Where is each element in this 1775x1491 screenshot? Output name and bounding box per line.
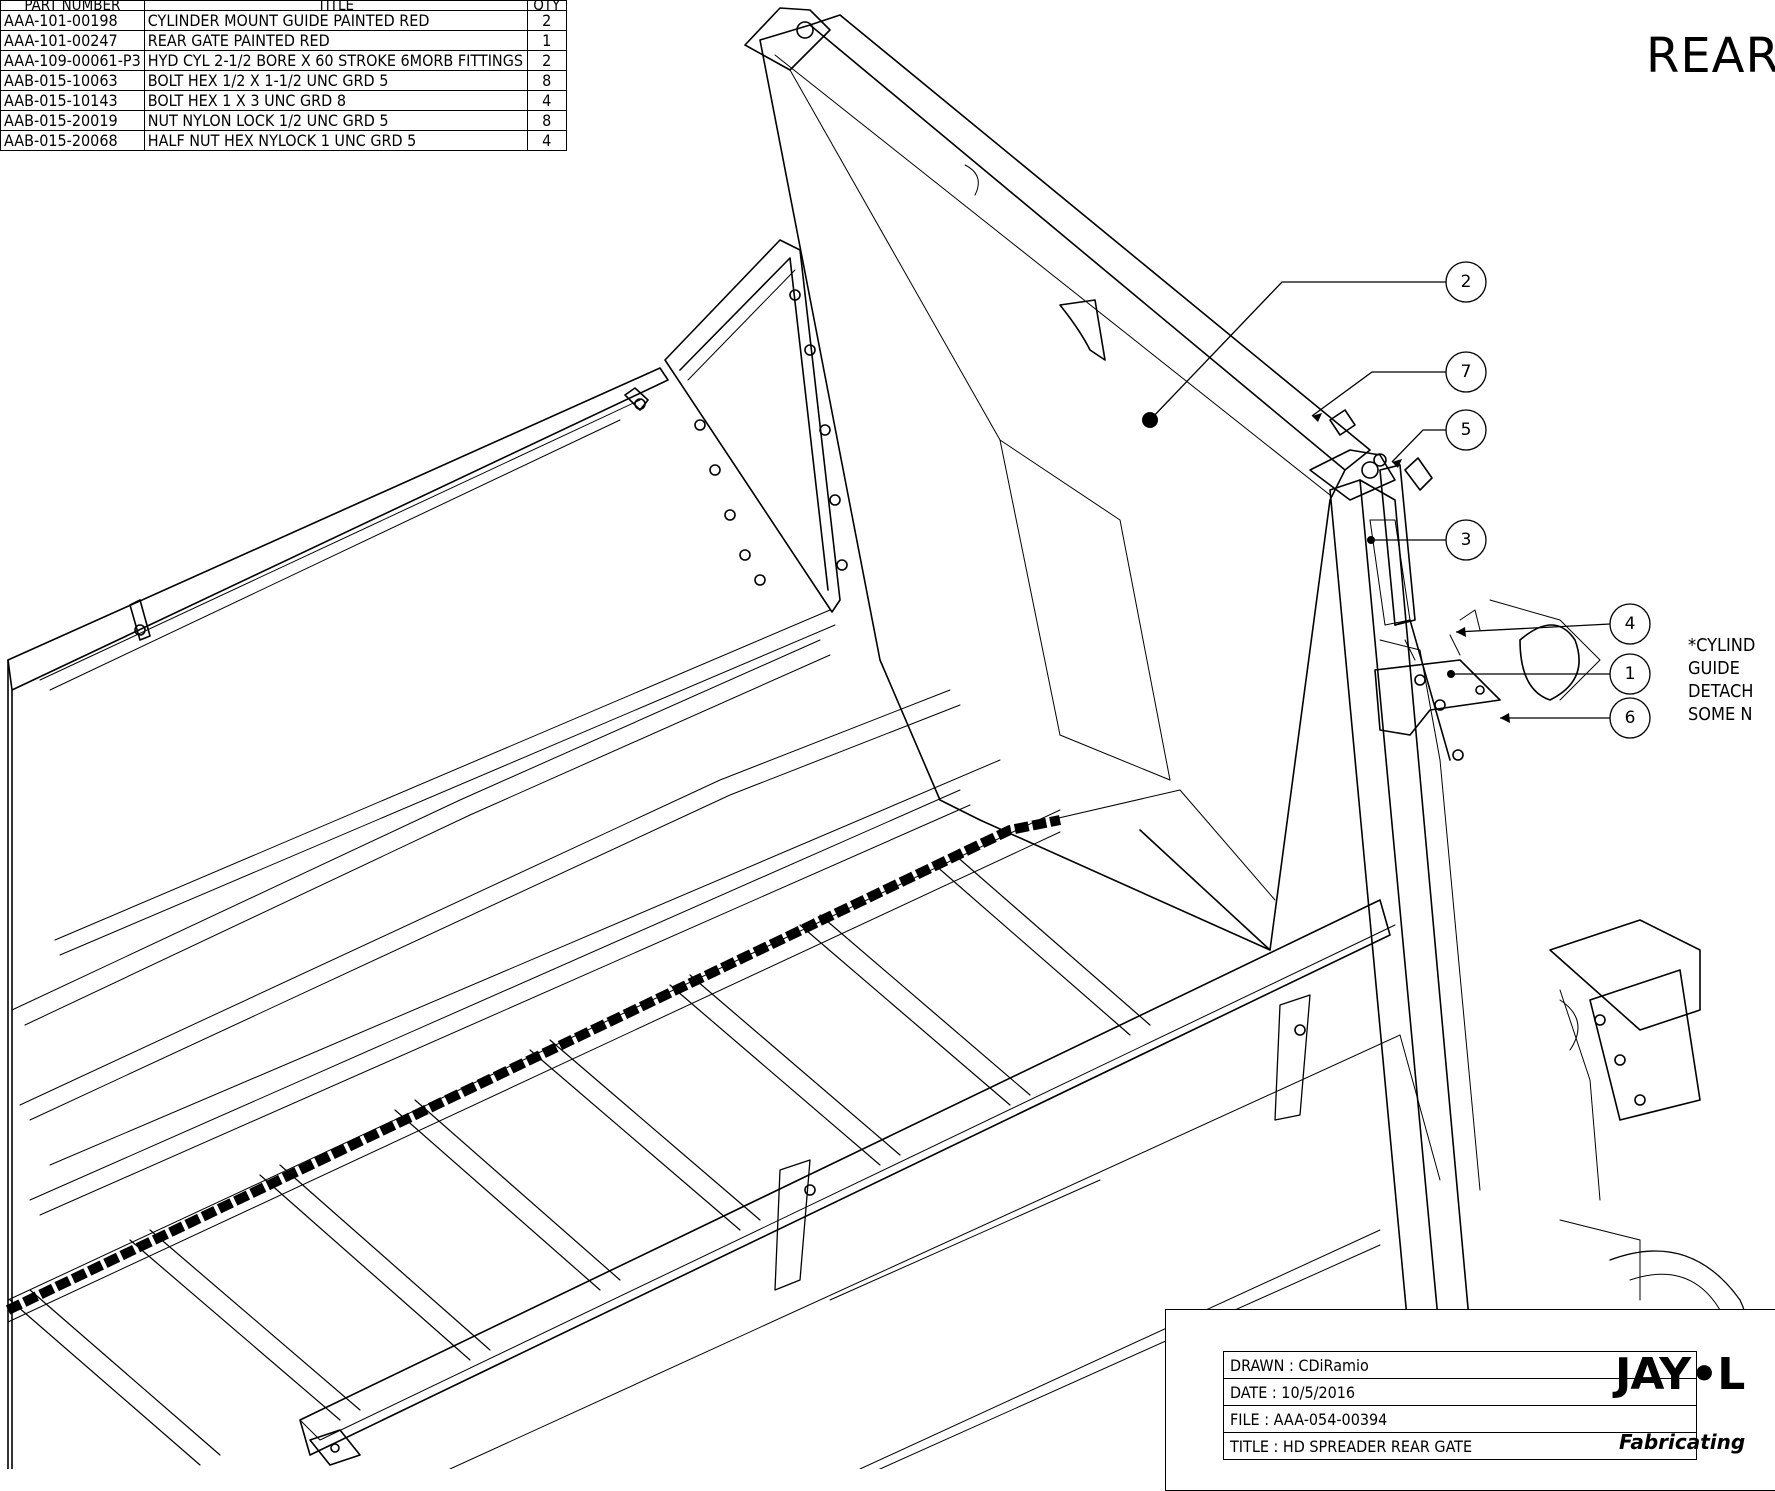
note-line: DETACH [1688,681,1754,702]
bom-header-row: PART NUMBER TITLE QTY [0,0,567,11]
leader-2 [1149,281,1446,421]
bom-part-number: AAB-015-10063 [0,70,145,91]
balloon-1 [1609,653,1651,695]
bom-header-qty: QTY [526,0,567,11]
balloon-label-4: 4 [1625,614,1636,634]
bom-qty: 4 [526,90,567,111]
leader-4 [1455,623,1611,633]
drawn-by-field: DRAWN : CDiRamio [1223,1351,1697,1379]
title-block-fields: DRAWN : CDiRamio DATE : 10/5/2016 FILE :… [1223,1351,1697,1460]
cylinder-guide-note: *CYLIND GUIDE DETACH SOME N [1688,634,1755,726]
balloon-label-2: 2 [1461,272,1472,292]
bom-row: AAA-101-00198 CYLINDER MOUNT GUIDE PAINT… [0,10,567,31]
leader-5 [1391,429,1446,463]
bom-title: REAR GATE PAINTED RED [143,30,528,51]
bom-qty: 8 [526,70,567,91]
view-title: REAR [1646,28,1775,84]
file-field: FILE : AAA-054-00394 [1223,1405,1697,1433]
side-wall-outline [7,367,669,691]
balloon-7 [1445,351,1487,393]
company-logo: JAY•L [1615,1349,1745,1400]
note-line: *CYLIND [1688,635,1756,656]
bom-part-number: AAB-015-20019 [0,110,145,131]
cylinder-mount-guide [1374,659,1501,736]
bom-part-number: AAB-015-20068 [0,130,145,151]
balloon-label-1: 1 [1625,664,1636,684]
bom-title: BOLT HEX 1/2 X 1-1/2 UNC GRD 5 [143,70,528,91]
hydraulic-cylinder [1379,464,1416,626]
drawing-title-field: TITLE : HD SPREADER REAR GATE [1223,1432,1697,1460]
bill-of-materials-table: PART NUMBER TITLE QTY AAA-101-00198 CYLI… [0,0,567,151]
drag-chain [5,815,1061,1315]
balloon-label-5: 5 [1461,420,1472,440]
balloon-label-6: 6 [1625,708,1636,728]
deflector-panel [664,239,841,613]
balloon-label-7: 7 [1461,362,1472,382]
bom-row: AAB-015-10143 BOLT HEX 1 X 3 UNC GRD 8 4 [0,90,567,111]
bom-row: AAB-015-20019 NUT NYLON LOCK 1/2 UNC GRD… [0,110,567,131]
balloon-5 [1445,409,1487,451]
company-logo-subtitle: Fabricating [1619,1430,1746,1454]
bom-row: AAA-109-00061-P3 HYD CYL 2-1/2 BORE X 60… [0,50,567,71]
rear-gate-panel [759,24,1346,951]
bom-part-number: AAA-109-00061-P3 [0,50,145,71]
balloon-3 [1445,519,1487,561]
bom-part-number: AAA-101-00198 [0,10,145,31]
bom-row: AAB-015-10063 BOLT HEX 1/2 X 1-1/2 UNC G… [0,70,567,91]
bom-title: HALF NUT HEX NYLOCK 1 UNC GRD 5 [143,130,528,151]
bom-qty: 2 [526,50,567,71]
balloon-4 [1609,603,1651,645]
leader-7 [1311,371,1446,417]
note-line: SOME N [1688,704,1753,725]
company-logo-text: JAY•L [1615,1349,1745,1400]
bom-qty: 8 [526,110,567,131]
bom-qty: 2 [526,10,567,31]
bom-row: AAB-015-20068 HALF NUT HEX NYLOCK 1 UNC … [0,130,567,151]
bom-title: CYLINDER MOUNT GUIDE PAINTED RED [143,10,528,31]
note-line: GUIDE [1688,658,1740,679]
bom-qty: 4 [526,130,567,151]
bom-title: BOLT HEX 1 X 3 UNC GRD 8 [143,90,528,111]
bom-qty: 1 [526,30,567,51]
balloon-label-3: 3 [1461,530,1472,550]
bom-part-number: AAB-015-10143 [0,90,145,111]
bom-header-title: TITLE [143,0,528,11]
bom-title: NUT NYLON LOCK 1/2 UNC GRD 5 [143,110,528,131]
date-field: DATE : 10/5/2016 [1223,1378,1697,1406]
bom-part-number: AAA-101-00247 [0,30,145,51]
bom-title: HYD CYL 2-1/2 BORE X 60 STROKE 6MORB FIT… [143,50,528,71]
bom-header-part-number: PART NUMBER [0,0,145,11]
bom-row: AAA-101-00247 REAR GATE PAINTED RED 1 [0,30,567,51]
cross-beam [299,899,1391,1456]
conveyor-slats [9,854,1151,1466]
balloon-6 [1609,697,1651,739]
title-block: DRAWN : CDiRamio DATE : 10/5/2016 FILE :… [1165,1309,1775,1491]
balloon-2 [1445,261,1487,303]
